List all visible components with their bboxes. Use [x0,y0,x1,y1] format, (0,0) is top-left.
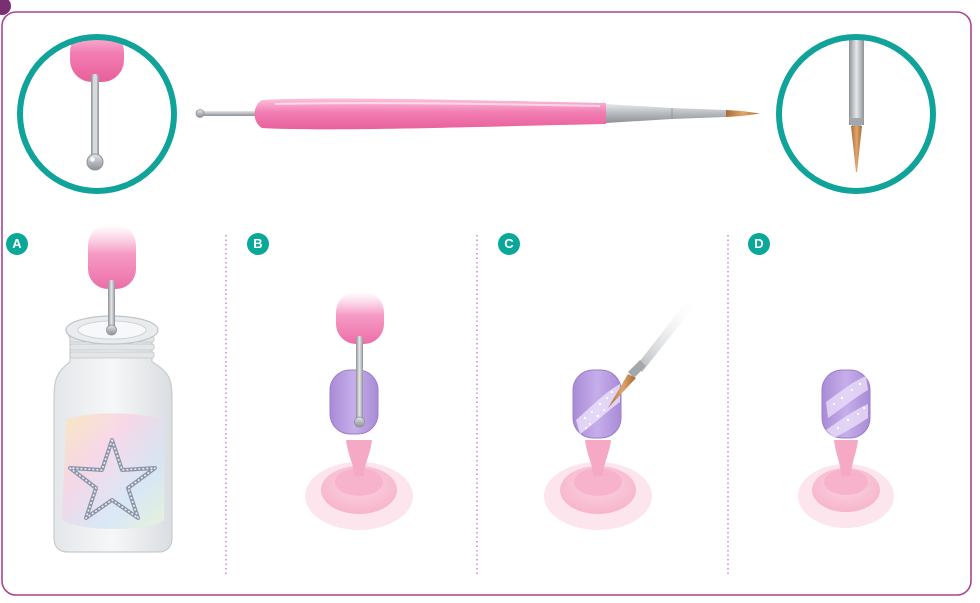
dual-nail-art-tool-icon [196,98,760,129]
dotting-ball-tip-icon [20,30,174,191]
paint-jar-with-star-icon [54,225,172,552]
brush-on-nail-icon [544,300,698,530]
dotting-tool-on-nail-icon [305,292,413,530]
finished-nail-icon [798,370,894,528]
step-label-a: A [6,233,28,255]
fine-brush-tip-icon [779,30,933,191]
step-label-b: B [247,233,269,255]
step-label-d: D [748,233,770,255]
step-label-c: C [498,233,520,255]
